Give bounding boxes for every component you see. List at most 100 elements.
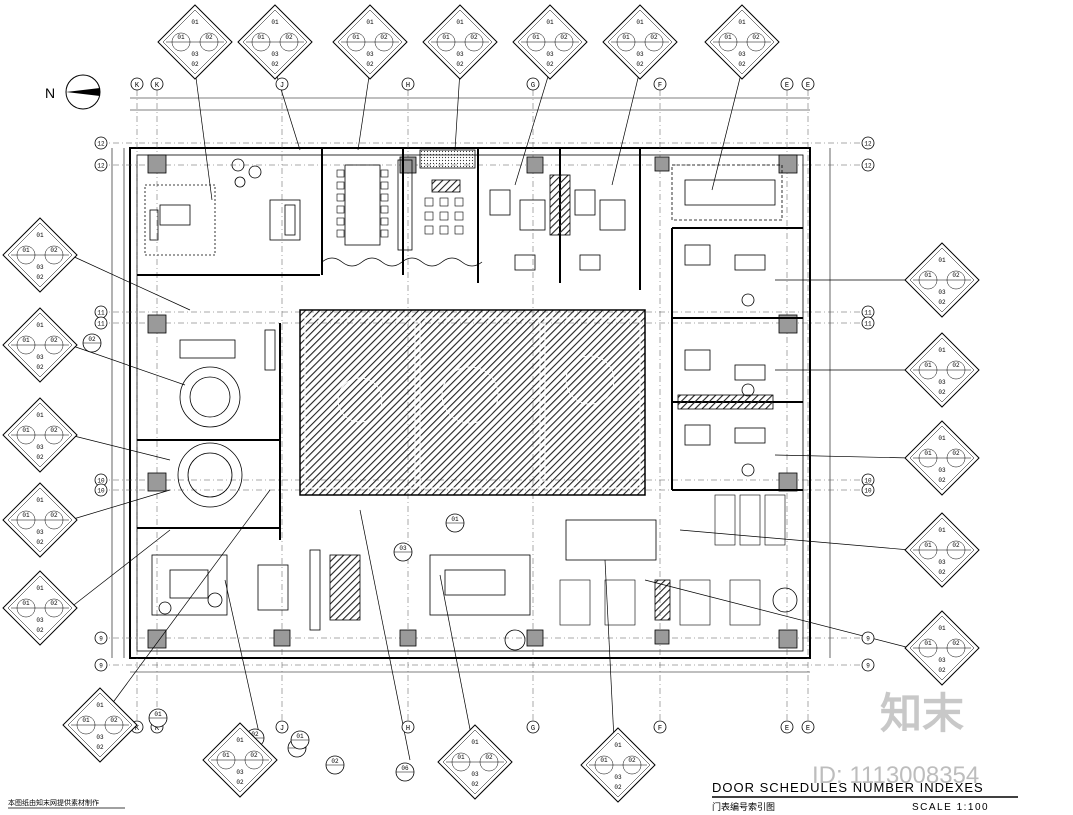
diamond-code: 02	[952, 542, 960, 549]
grid-bubble-row-11: 11	[861, 305, 875, 319]
grid-bubble-label: 12	[864, 163, 872, 170]
diamond-code: 01	[600, 757, 608, 764]
diamond-code: 01	[924, 640, 932, 647]
diamond-code: 02	[50, 427, 58, 434]
grid-bubble-j: J	[275, 77, 289, 91]
section-tag-label: 02	[251, 731, 259, 738]
diamond-code: 02	[36, 627, 44, 634]
diamond-code: 01	[22, 600, 30, 607]
diamond-code: 02	[650, 34, 658, 41]
diamond-code: 01	[22, 512, 30, 519]
section-tag-label: 02	[88, 336, 96, 343]
diamond-code: 02	[952, 272, 960, 279]
diamond-code: 01	[22, 247, 30, 254]
diamond-code: 01	[222, 752, 230, 759]
grid-bubble-label: 11	[864, 310, 872, 317]
diamond-code: 01	[546, 19, 554, 26]
furniture	[144, 149, 798, 651]
diamond-code: 01	[636, 19, 644, 26]
section-tag: 06	[395, 762, 415, 782]
section-tag-label: 01	[451, 516, 459, 523]
grid-bubble-label: E	[806, 725, 810, 733]
diamond-code: 03	[271, 51, 279, 58]
diamond-code: 01	[622, 34, 630, 41]
north-label: N	[45, 85, 55, 101]
diamond-code: 02	[36, 364, 44, 371]
diamond-code: 01	[532, 34, 540, 41]
diamond-code: 03	[236, 769, 244, 776]
grid-bubble-label: 10	[97, 478, 105, 485]
diamond-code: 02	[636, 61, 644, 68]
diamond-code: 02	[50, 512, 58, 519]
diamond-code: 02	[614, 784, 622, 791]
diamond-code: 02	[938, 477, 946, 484]
diamond-code: 02	[380, 34, 388, 41]
grid-bubble-label: J	[280, 725, 284, 733]
grid-bubble-row-11: 11	[861, 316, 875, 330]
diamond-code: 02	[738, 61, 746, 68]
diamond-code: 03	[738, 51, 746, 58]
diamond-code: 01	[22, 337, 30, 344]
diamond-code: 01	[614, 742, 622, 749]
grid-bubble-label: 9	[99, 663, 103, 670]
diamond-code: 02	[938, 389, 946, 396]
section-tag-label: 01	[154, 711, 162, 718]
grid-bubble-e: E	[801, 720, 815, 734]
grid-bubble-label: E	[785, 725, 789, 733]
diamond-code: 02	[470, 34, 478, 41]
diamond-code: 02	[236, 779, 244, 786]
diamond-code: 02	[952, 362, 960, 369]
diamond-code: 02	[36, 539, 44, 546]
section-tag: 01	[290, 730, 310, 750]
grid-bubble-label: 10	[97, 488, 105, 495]
grid-bubble-e: E	[780, 77, 794, 91]
grid-bubble-label: G	[531, 82, 535, 90]
diamond-code: 02	[50, 337, 58, 344]
grid-bubble-label: 11	[97, 321, 105, 328]
diamond-code: 01	[366, 19, 374, 26]
section-tag: 02	[82, 333, 102, 353]
diamond-code: 02	[752, 34, 760, 41]
diamond-code: 01	[938, 257, 946, 264]
diamond-code: 02	[271, 61, 279, 68]
grid-bubble-label: 10	[864, 488, 872, 495]
grid-bubble-label: 12	[864, 141, 872, 148]
diamond-code: 01	[177, 34, 185, 41]
grid-bubble-row-10: 10	[861, 473, 875, 487]
diamond-code: 03	[546, 51, 554, 58]
diamond-code: 01	[352, 34, 360, 41]
diamond-code: 02	[250, 752, 258, 759]
section-tag-label: 01	[296, 733, 304, 740]
diamond-code: 01	[96, 702, 104, 709]
grid-bubble-label: 9	[99, 636, 103, 643]
grid-bubble-label: 9	[866, 636, 870, 643]
diamond-code: 01	[924, 362, 932, 369]
diamond-code: 03	[938, 559, 946, 566]
diamond-code: 01	[442, 34, 450, 41]
diamond-code: 02	[96, 744, 104, 751]
grid-bubble-label: 12	[97, 141, 105, 148]
grid-bubble-label: 10	[864, 478, 872, 485]
diamond-code: 01	[924, 542, 932, 549]
grid-bubble-g: G	[526, 77, 540, 91]
diamond-code: 02	[628, 757, 636, 764]
bottom-left-note: 本图纸由知末网提供素材制作	[8, 798, 125, 809]
diamond-code: 02	[366, 61, 374, 68]
diamond-code: 01	[938, 625, 946, 632]
section-tag: 02	[325, 755, 345, 775]
diamond-code: 01	[191, 19, 199, 26]
diamond-code: 02	[110, 717, 118, 724]
diamond-code: 02	[36, 274, 44, 281]
diamond-code: 03	[938, 379, 946, 386]
